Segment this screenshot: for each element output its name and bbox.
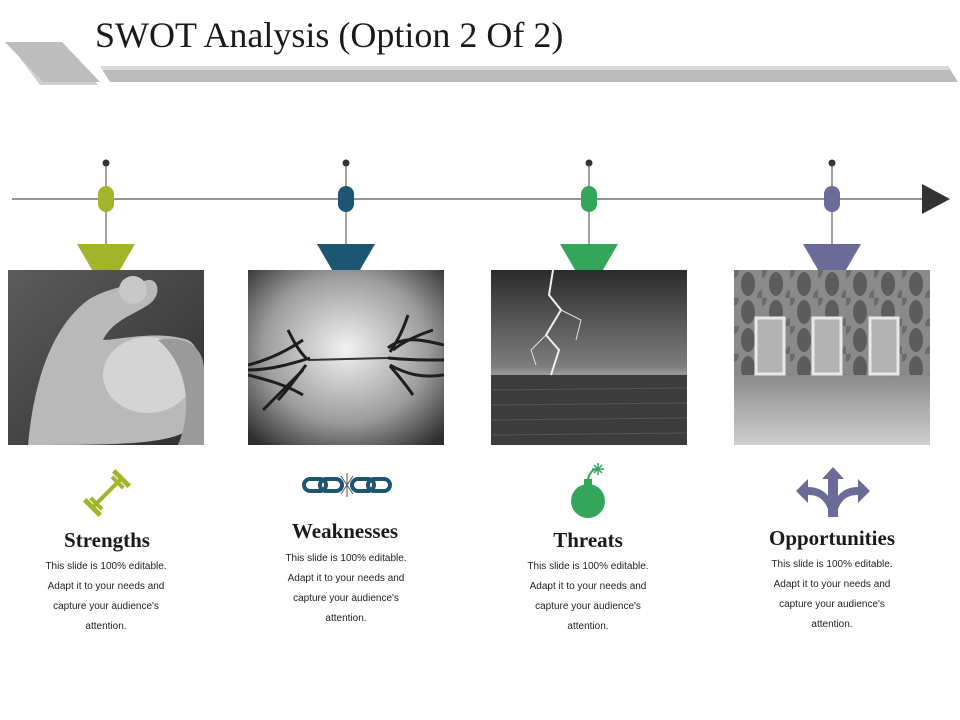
fraying-rope-photo xyxy=(248,270,444,445)
marker-strengths xyxy=(77,159,135,294)
dumbbell-icon xyxy=(82,468,132,518)
broken-chain-icon xyxy=(302,473,392,497)
description-strengths: This slide is 100% editable. Adapt it to… xyxy=(45,561,167,632)
heading-threats: Threats xyxy=(553,528,623,552)
heading-strengths: Strengths xyxy=(64,528,150,552)
description-weaknesses: This slide is 100% editable. Adapt it to… xyxy=(285,553,407,624)
timeline xyxy=(12,159,950,294)
split-arrows-icon xyxy=(796,467,870,517)
marker-threats xyxy=(560,159,618,294)
lightning-storm-photo xyxy=(491,270,687,445)
flexed-arm-photo xyxy=(8,270,204,445)
timeline-arrowhead xyxy=(922,184,950,214)
heading-weaknesses: Weaknesses xyxy=(291,519,399,543)
header-decoration xyxy=(5,42,958,85)
bomb-icon xyxy=(571,463,605,518)
description-opportunities: This slide is 100% editable. Adapt it to… xyxy=(771,559,893,630)
three-doors-photo xyxy=(734,270,930,445)
heading-opportunities: Opportunities xyxy=(768,526,896,550)
marker-opportunities xyxy=(803,159,861,294)
slide-title: SWOT Analysis (Option 2 Of 2) xyxy=(95,15,564,55)
marker-weaknesses xyxy=(317,159,375,294)
description-threats: This slide is 100% editable. Adapt it to… xyxy=(527,561,649,632)
